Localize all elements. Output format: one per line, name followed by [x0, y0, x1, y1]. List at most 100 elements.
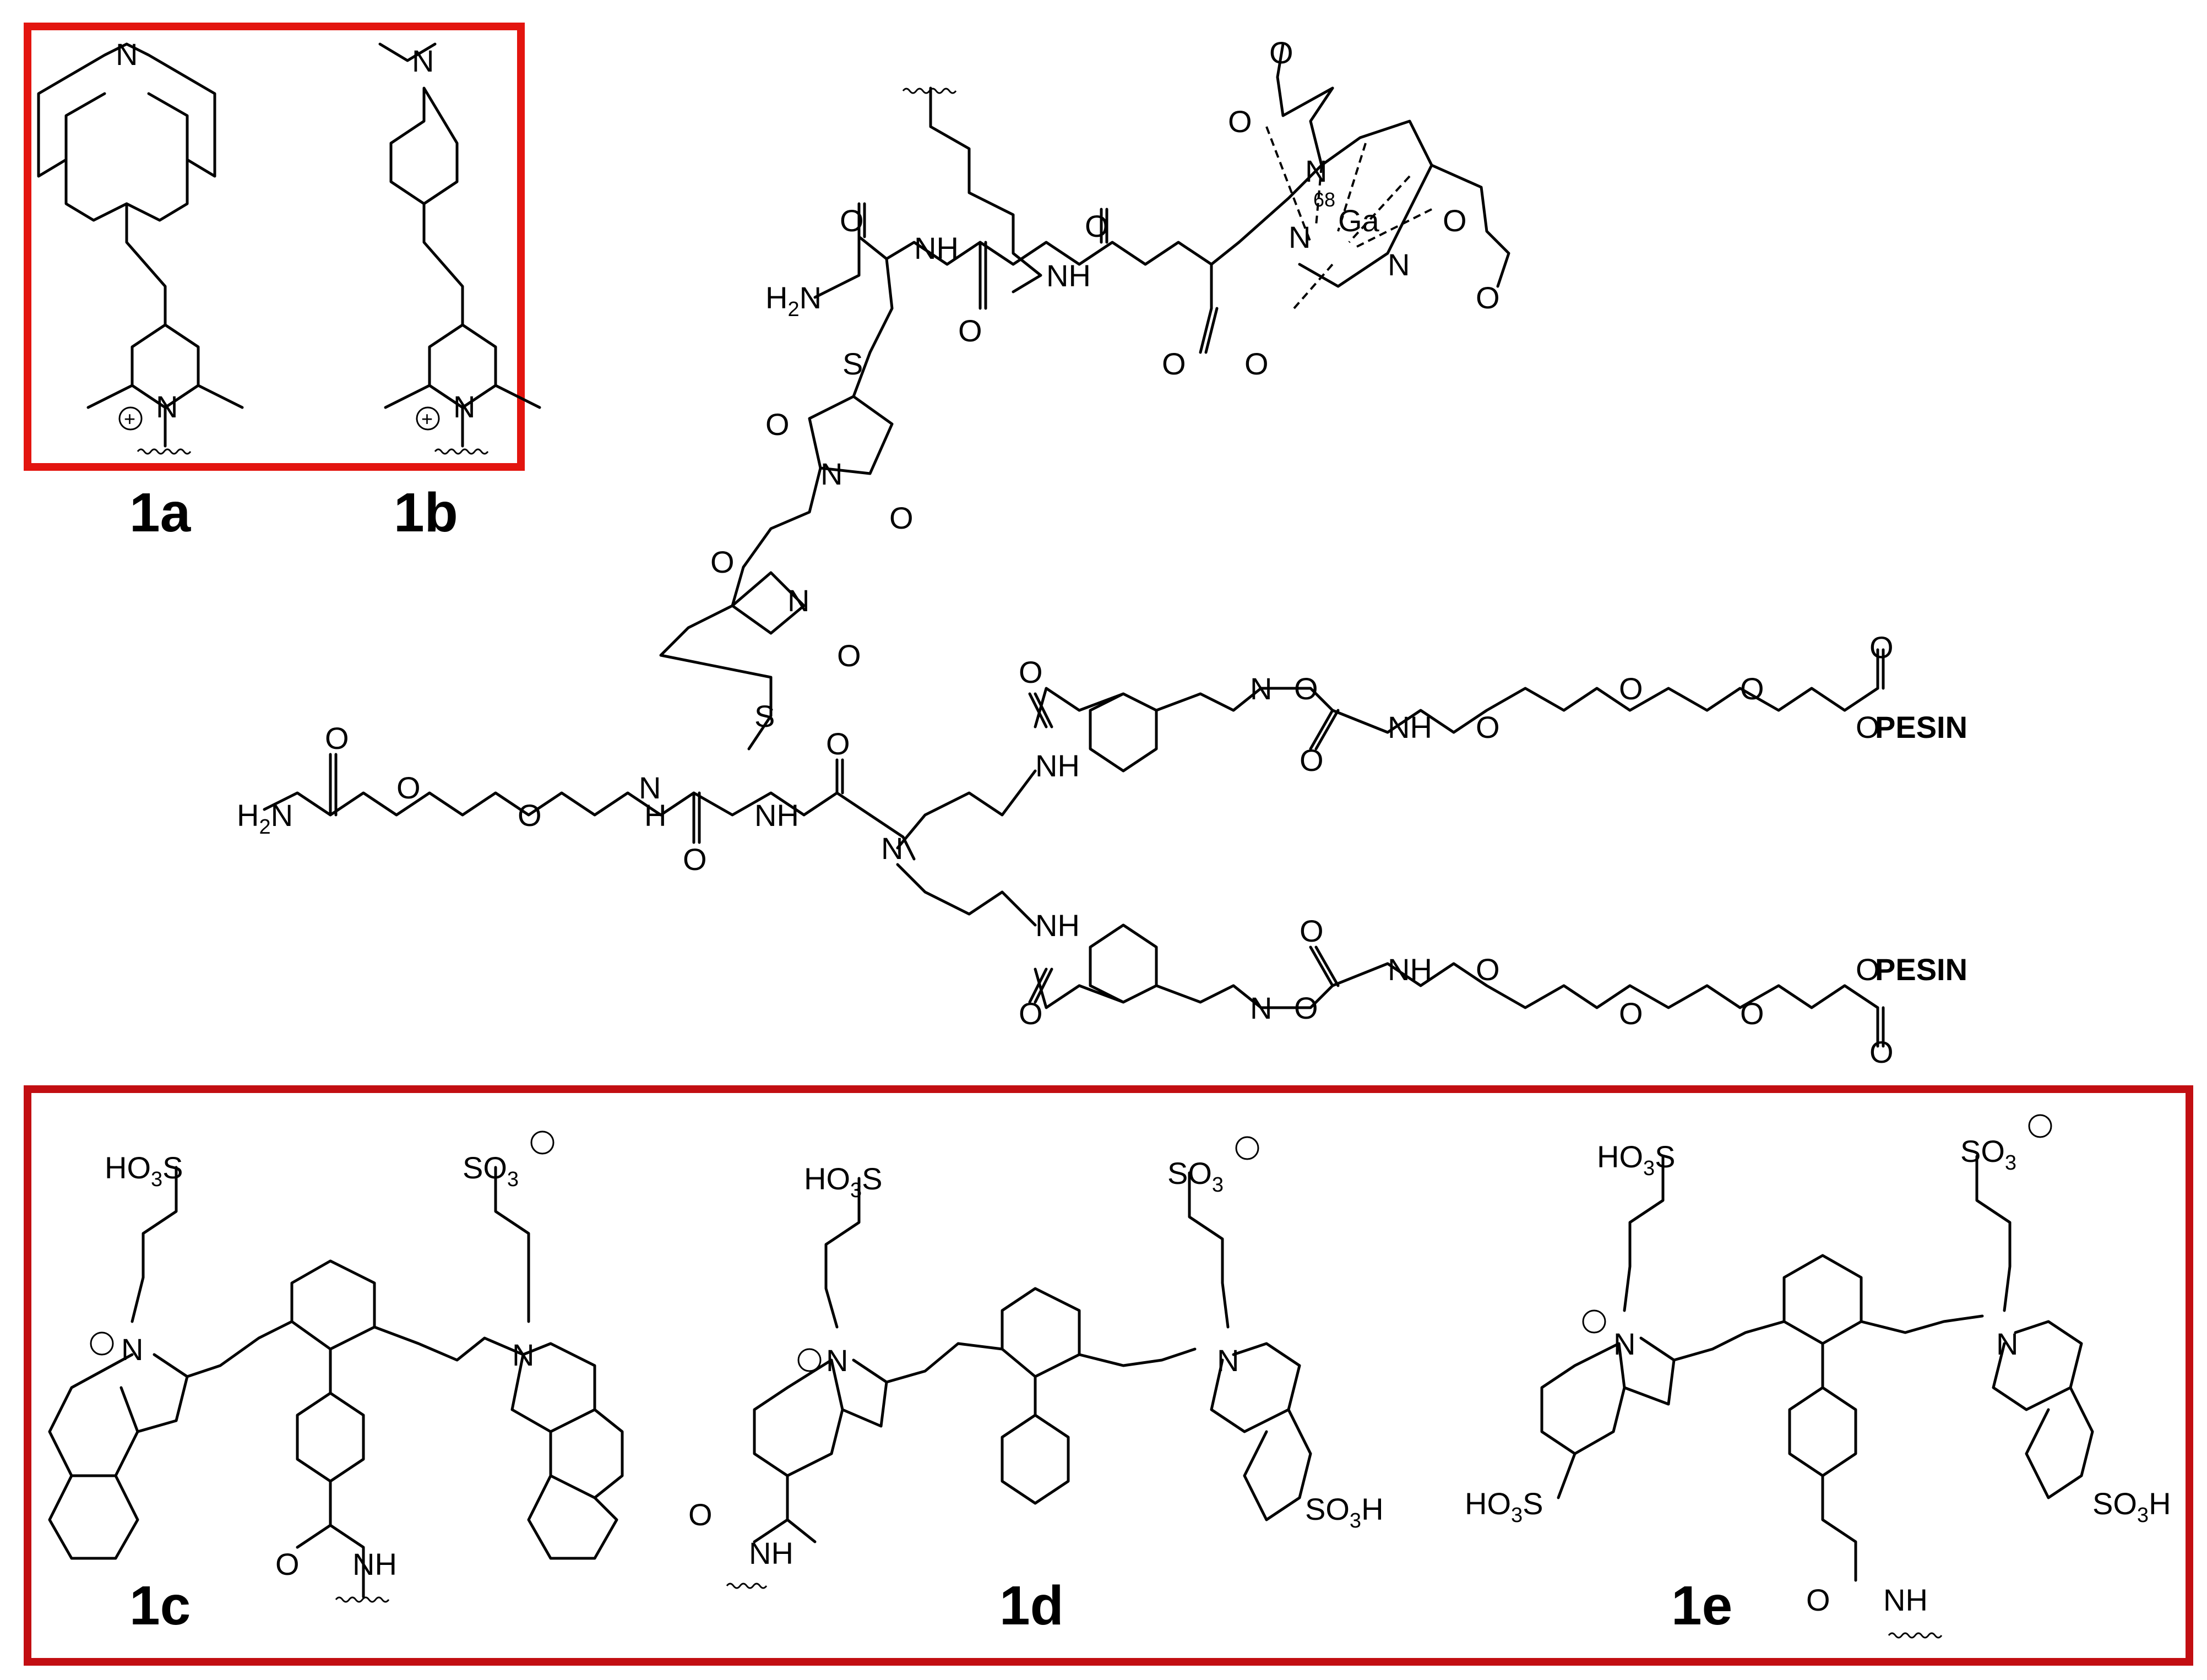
- atom-h: H: [644, 798, 666, 833]
- atom-o: O: [1619, 996, 1643, 1031]
- svg-text:SO3H: SO3H: [2092, 1486, 2171, 1527]
- atom-nh: NH: [749, 1536, 793, 1570]
- atom-n-indoline: N: [1996, 1326, 2018, 1361]
- atom-n-succinimide: N: [787, 583, 809, 618]
- atom-o: O: [1300, 914, 1324, 948]
- svg-text:H2N: H2N: [765, 280, 822, 321]
- ho3s-group-1d: HO3S: [804, 1161, 883, 1202]
- atom-o: O: [1856, 710, 1880, 744]
- atom-n-dimethylamino: N: [412, 44, 434, 78]
- atom-n-indolium: N: [826, 1343, 848, 1378]
- compound-1a-structure: N N +: [37, 37, 244, 455]
- plus-sign-1b: +: [421, 407, 433, 430]
- atom-o: O: [1228, 104, 1252, 139]
- atom-o: O: [1476, 952, 1500, 987]
- atom-o: O: [1294, 991, 1318, 1025]
- h2n-group-left: H2N: [237, 798, 293, 839]
- atom-o: O: [1162, 346, 1186, 381]
- atom-o: O: [325, 721, 349, 755]
- top-left-highlight-box: [24, 23, 525, 471]
- label-1c: 1c: [129, 1575, 191, 1636]
- atom-s: S: [754, 699, 775, 733]
- atom-n-oxime: N: [1250, 991, 1272, 1025]
- h2n-group-top: H2N: [765, 280, 822, 321]
- atom-nh: NH: [352, 1547, 397, 1581]
- atom-n-indolium: N: [1613, 1326, 1635, 1361]
- atom-o: O: [1019, 996, 1043, 1031]
- so3h-group-1e: SO3H: [2092, 1486, 2171, 1527]
- atom-nh: N: [639, 770, 661, 805]
- ho3s-group-1c: HO3S: [105, 1150, 183, 1191]
- atom-o: O: [1019, 655, 1043, 689]
- atom-n-macrocycle: N: [1289, 220, 1311, 254]
- svg-text:HO3S: HO3S: [105, 1150, 183, 1191]
- pesin-label-lower: PESIN: [1875, 952, 1967, 987]
- plus-charge-icon: [118, 406, 143, 431]
- atom-n-tertiary: N: [881, 831, 903, 866]
- label-1e: 1e: [1671, 1575, 1732, 1636]
- compound-1c-structure: HO3S SO3 N N O NH: [48, 1130, 624, 1603]
- atom-o: O: [710, 545, 735, 579]
- svg-text:SO3: SO3: [463, 1150, 519, 1191]
- plus-charge-icon: [1582, 1309, 1606, 1334]
- atom-o: O: [1244, 346, 1269, 381]
- atom-o: O: [1300, 743, 1324, 778]
- gallium-mass-number: 68: [1313, 188, 1335, 211]
- plus-charge-icon: [90, 1331, 114, 1356]
- atom-nh: NH: [1388, 952, 1432, 987]
- compound-1d-structure: HO3S SO3 SO3H N N O NH: [688, 1136, 1384, 1589]
- atom-n-pyridinium-1a: N: [156, 389, 178, 424]
- atom-o: O: [1294, 671, 1318, 706]
- atom-o: O: [1476, 280, 1500, 315]
- so3h-group-1d: SO3H: [1305, 1492, 1384, 1532]
- compound-1b-structure: N N +: [378, 42, 541, 455]
- atom-o: O: [1806, 1583, 1830, 1617]
- svg-text:HO3S: HO3S: [1465, 1486, 1543, 1527]
- atom-n-indoline: N: [1217, 1343, 1239, 1378]
- atom-o: O: [837, 638, 861, 673]
- label-1b: 1b: [394, 482, 458, 543]
- pesin-label-upper: PESIN: [1875, 710, 1967, 744]
- svg-text:HO3S: HO3S: [804, 1161, 883, 1202]
- plus-charge-icon: [797, 1348, 822, 1372]
- atom-o: O: [889, 501, 914, 535]
- atom-n-oxime: N: [1250, 671, 1272, 706]
- atom-o: O: [840, 203, 864, 238]
- so3-minus-group-1e: SO3: [1960, 1114, 2052, 1175]
- ho3s-group-1e-bottom: HO3S: [1465, 1486, 1543, 1527]
- bottom-highlight-box: [24, 1085, 2193, 1666]
- atom-o: O: [396, 770, 421, 805]
- atom-nh: NH: [754, 798, 799, 833]
- atom-n-succinimide: N: [820, 456, 842, 491]
- minus-charge-icon: [530, 1130, 555, 1155]
- atom-nh: NH: [1046, 258, 1091, 293]
- atom-o: O: [1740, 996, 1764, 1031]
- atom-o: O: [1476, 710, 1500, 744]
- svg-text:SO3: SO3: [1167, 1156, 1224, 1197]
- atom-o: O: [1619, 671, 1643, 706]
- gallium-atom: Ga: [1338, 203, 1380, 238]
- atom-o: O: [1869, 630, 1894, 665]
- plus-charge-icon: [416, 406, 440, 431]
- atom-o: O: [1869, 1035, 1894, 1069]
- atom-o: O: [683, 842, 707, 877]
- atom-nh: NH: [1883, 1583, 1928, 1617]
- atom-n-julolidine: N: [116, 37, 138, 72]
- atom-o: O: [958, 313, 982, 348]
- atom-n-indolium: N: [121, 1332, 143, 1367]
- atom-o: O: [275, 1547, 300, 1581]
- svg-text:SO3: SO3: [1960, 1134, 2016, 1175]
- atom-nh: NH: [914, 231, 959, 265]
- atom-nh: NH: [1388, 710, 1432, 744]
- atom-o: O: [1856, 952, 1880, 987]
- atom-n-indoline: N: [512, 1338, 534, 1372]
- atom-o: O: [765, 407, 790, 442]
- compound-1e-structure: HO3S SO3 HO3S SO3H N N O NH: [1465, 1114, 2171, 1639]
- atom-nh: NH: [1035, 748, 1080, 783]
- svg-text:SO3H: SO3H: [1305, 1492, 1384, 1532]
- label-1d: 1d: [999, 1575, 1064, 1636]
- svg-text:HO3S: HO3S: [1597, 1139, 1676, 1180]
- atom-s: S: [842, 346, 863, 381]
- atom-n-pyridinium-1b: N: [453, 389, 475, 424]
